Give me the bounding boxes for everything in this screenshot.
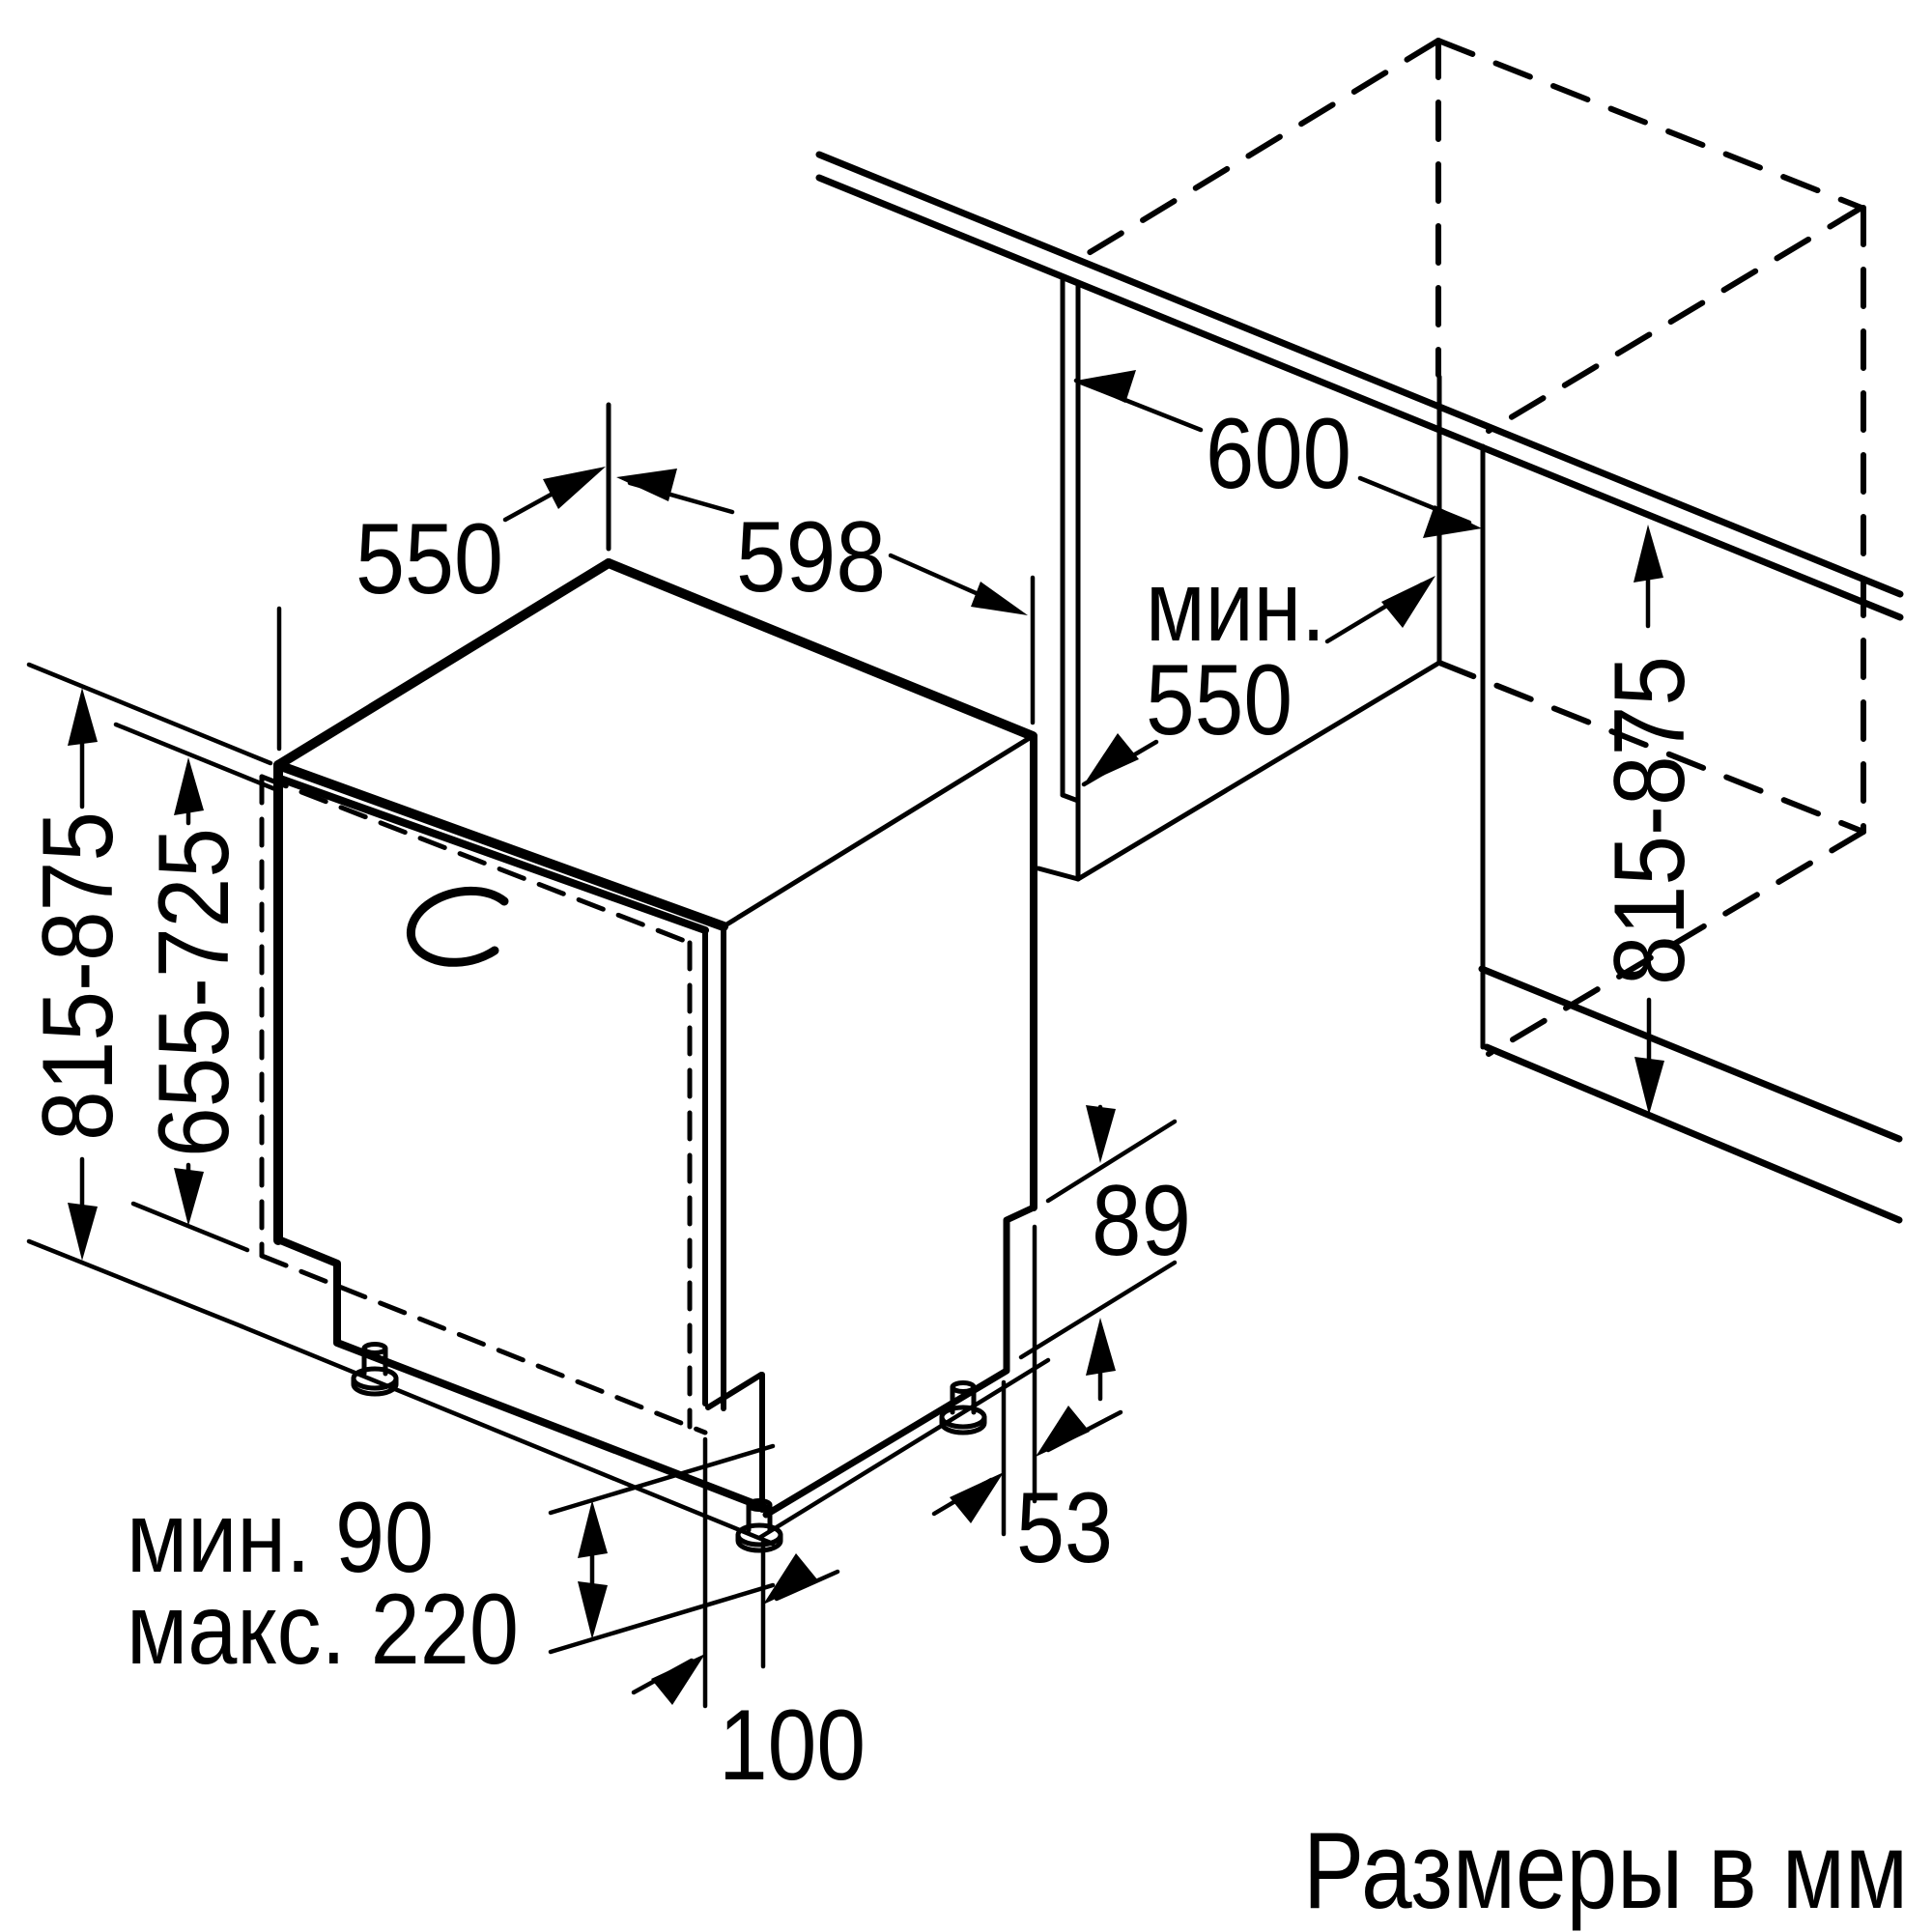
svg-text:815-875: 815-875 — [1594, 656, 1706, 985]
svg-text:мин.: мин. — [1146, 551, 1325, 663]
svg-text:53: 53 — [1016, 1472, 1113, 1584]
svg-text:макс. 220: макс. 220 — [127, 1574, 519, 1686]
svg-text:550: 550 — [1146, 644, 1293, 756]
svg-text:Размеры в мм: Размеры в мм — [1303, 1810, 1908, 1931]
svg-text:89: 89 — [1092, 1165, 1191, 1277]
svg-text:100: 100 — [719, 1690, 866, 1802]
svg-text:655-725: 655-725 — [138, 828, 250, 1157]
svg-text:600: 600 — [1206, 398, 1351, 510]
svg-text:598: 598 — [736, 501, 886, 613]
svg-text:550: 550 — [355, 503, 503, 615]
svg-text:815-875: 815-875 — [22, 811, 134, 1141]
svg-text:мин. 90: мин. 90 — [127, 1482, 434, 1594]
